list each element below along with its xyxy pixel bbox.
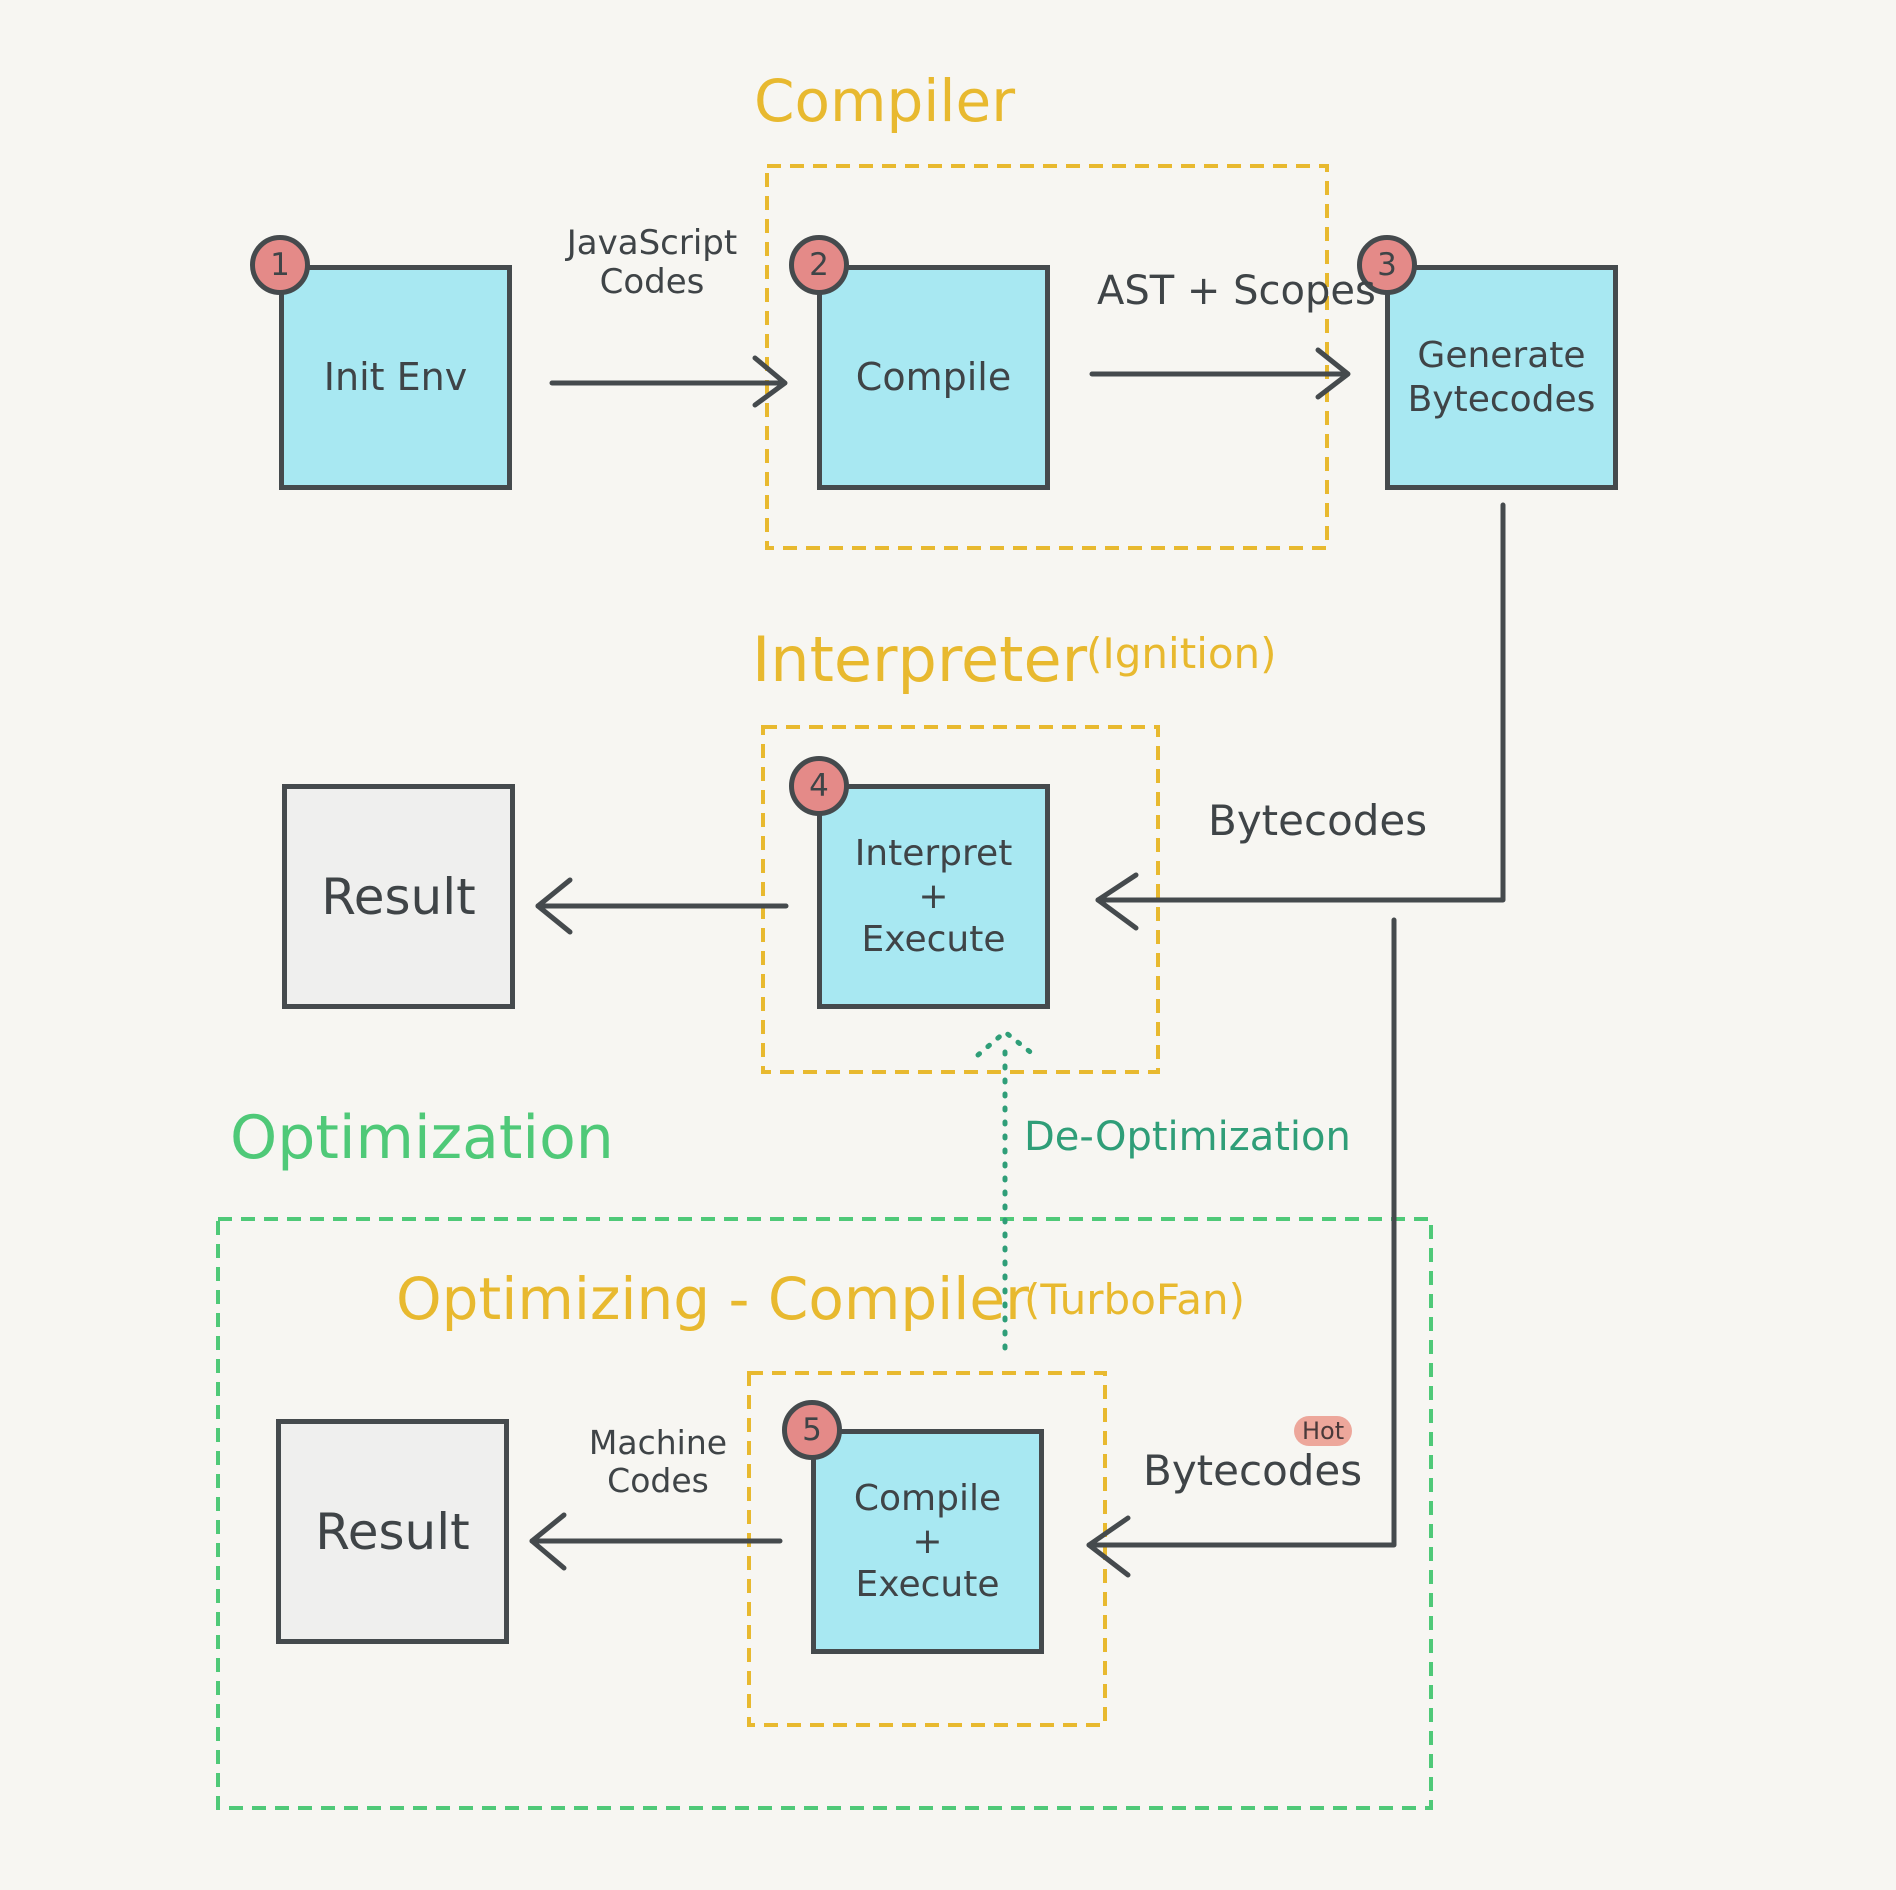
arrow-init-to-compile <box>549 355 788 408</box>
bytecodes-label: Bytecodes <box>1208 796 1428 845</box>
arrow-hot-bytecodes-to-optimizer <box>1086 917 1397 1578</box>
interpreter-note: (Ignition) <box>1086 629 1277 678</box>
step-4-label-line-1: Interpret <box>854 832 1013 874</box>
interpreter-title: Interpreter <box>752 623 1088 696</box>
javascript-codes-line-2: Codes <box>599 262 705 303</box>
interpreter-result-label: Result <box>321 867 476 926</box>
de-optimization-label: De-Optimization <box>1024 1114 1351 1160</box>
machine-codes-line-2: Codes <box>607 1460 709 1500</box>
arrow-compile-to-generate <box>1089 347 1351 400</box>
hot-badge: Hot <box>1294 1416 1353 1446</box>
javascript-codes-line-1: JavaScript <box>566 223 738 263</box>
machine-codes-label: Machine Codes <box>576 1424 740 1500</box>
step-compile-box: Compile <box>817 265 1050 490</box>
arrow-bytecodes-to-interpreter <box>1095 502 1506 931</box>
arrow-optimizer-to-result <box>529 1512 783 1571</box>
step-2-label: Compile <box>855 354 1012 399</box>
step-5-label-line-1: Compile <box>853 1477 1002 1519</box>
javascript-codes-label: JavaScript Codes <box>562 223 742 303</box>
optimizing-compiler-note: (TurboFan) <box>1024 1275 1245 1324</box>
step-init-env-box: Init Env <box>279 265 512 490</box>
step-1-badge: 1 <box>250 235 310 295</box>
optimizing-compiler-title: Optimizing - Compiler <box>396 1265 1029 1333</box>
ast-scopes-label: AST + Scopes <box>1097 268 1376 314</box>
hot-bytecodes-label: Bytecodes <box>1143 1446 1363 1495</box>
step-2-badge: 2 <box>789 235 849 295</box>
arrow-interpreter-to-result <box>535 877 789 935</box>
optimizer-result-label: Result <box>315 1502 470 1561</box>
interpreter-frame <box>761 725 1160 1074</box>
interpreter-result-box: Result <box>282 784 515 1009</box>
step-5-badge: 5 <box>782 1400 842 1460</box>
arrow-de-optimization <box>975 1028 1037 1351</box>
step-3-label-line-1: Generate <box>1417 335 1586 377</box>
step-3-label-line-2: Bytecodes <box>1407 378 1596 420</box>
optimization-title: Optimization <box>230 1103 614 1173</box>
step-5-label-line-2: + <box>912 1520 943 1562</box>
step-3-badge: 3 <box>1357 235 1417 295</box>
step-1-label: Init Env <box>323 354 468 399</box>
step-4-label-line-3: Execute <box>861 919 1006 961</box>
optimizer-result-box: Result <box>276 1419 509 1644</box>
step-5-label-line-3: Execute <box>855 1564 1000 1606</box>
optimizing-compiler-frame <box>747 1371 1107 1727</box>
optimization-frame <box>216 1217 1433 1810</box>
step-4-label-line-2: + <box>918 875 949 917</box>
step-generate-bytecodes-box: Generate Bytecodes <box>1385 265 1618 490</box>
step-4-badge: 4 <box>789 756 849 816</box>
machine-codes-line-1: Machine <box>588 1423 728 1462</box>
compiler-frame <box>765 164 1329 550</box>
step-interpret-execute-box: Interpret + Execute <box>817 784 1050 1009</box>
step-compile-execute-box: Compile + Execute <box>811 1429 1044 1654</box>
compiler-title: Compiler <box>754 67 1016 135</box>
